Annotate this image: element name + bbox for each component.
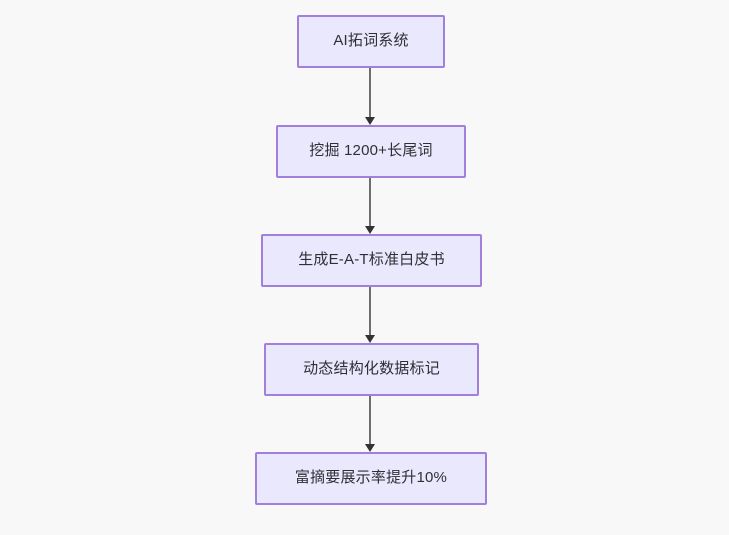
arrow-head-icon bbox=[365, 335, 375, 343]
edge-line bbox=[369, 396, 371, 445]
arrow-head-icon bbox=[365, 226, 375, 234]
flow-edge-4 bbox=[365, 396, 375, 452]
flow-edge-3 bbox=[365, 287, 375, 343]
flow-edge-2 bbox=[365, 178, 375, 234]
edge-line bbox=[369, 287, 371, 336]
flow-node-ai-keyword-system[interactable]: AI拓词系统 bbox=[297, 15, 445, 68]
flow-node-rich-snippet-impression-lift[interactable]: 富摘要展示率提升10% bbox=[255, 452, 487, 505]
arrow-head-icon bbox=[365, 444, 375, 452]
flow-node-mine-longtail-keywords[interactable]: 挖掘 1200+长尾词 bbox=[276, 125, 466, 178]
flow-edge-1 bbox=[365, 68, 375, 125]
arrow-head-icon bbox=[365, 117, 375, 125]
flow-node-dynamic-structured-data-markup[interactable]: 动态结构化数据标记 bbox=[264, 343, 479, 396]
flow-node-generate-eat-whitepaper[interactable]: 生成E-A-T标准白皮书 bbox=[261, 234, 482, 287]
edge-line bbox=[369, 68, 371, 118]
edge-line bbox=[369, 178, 371, 227]
